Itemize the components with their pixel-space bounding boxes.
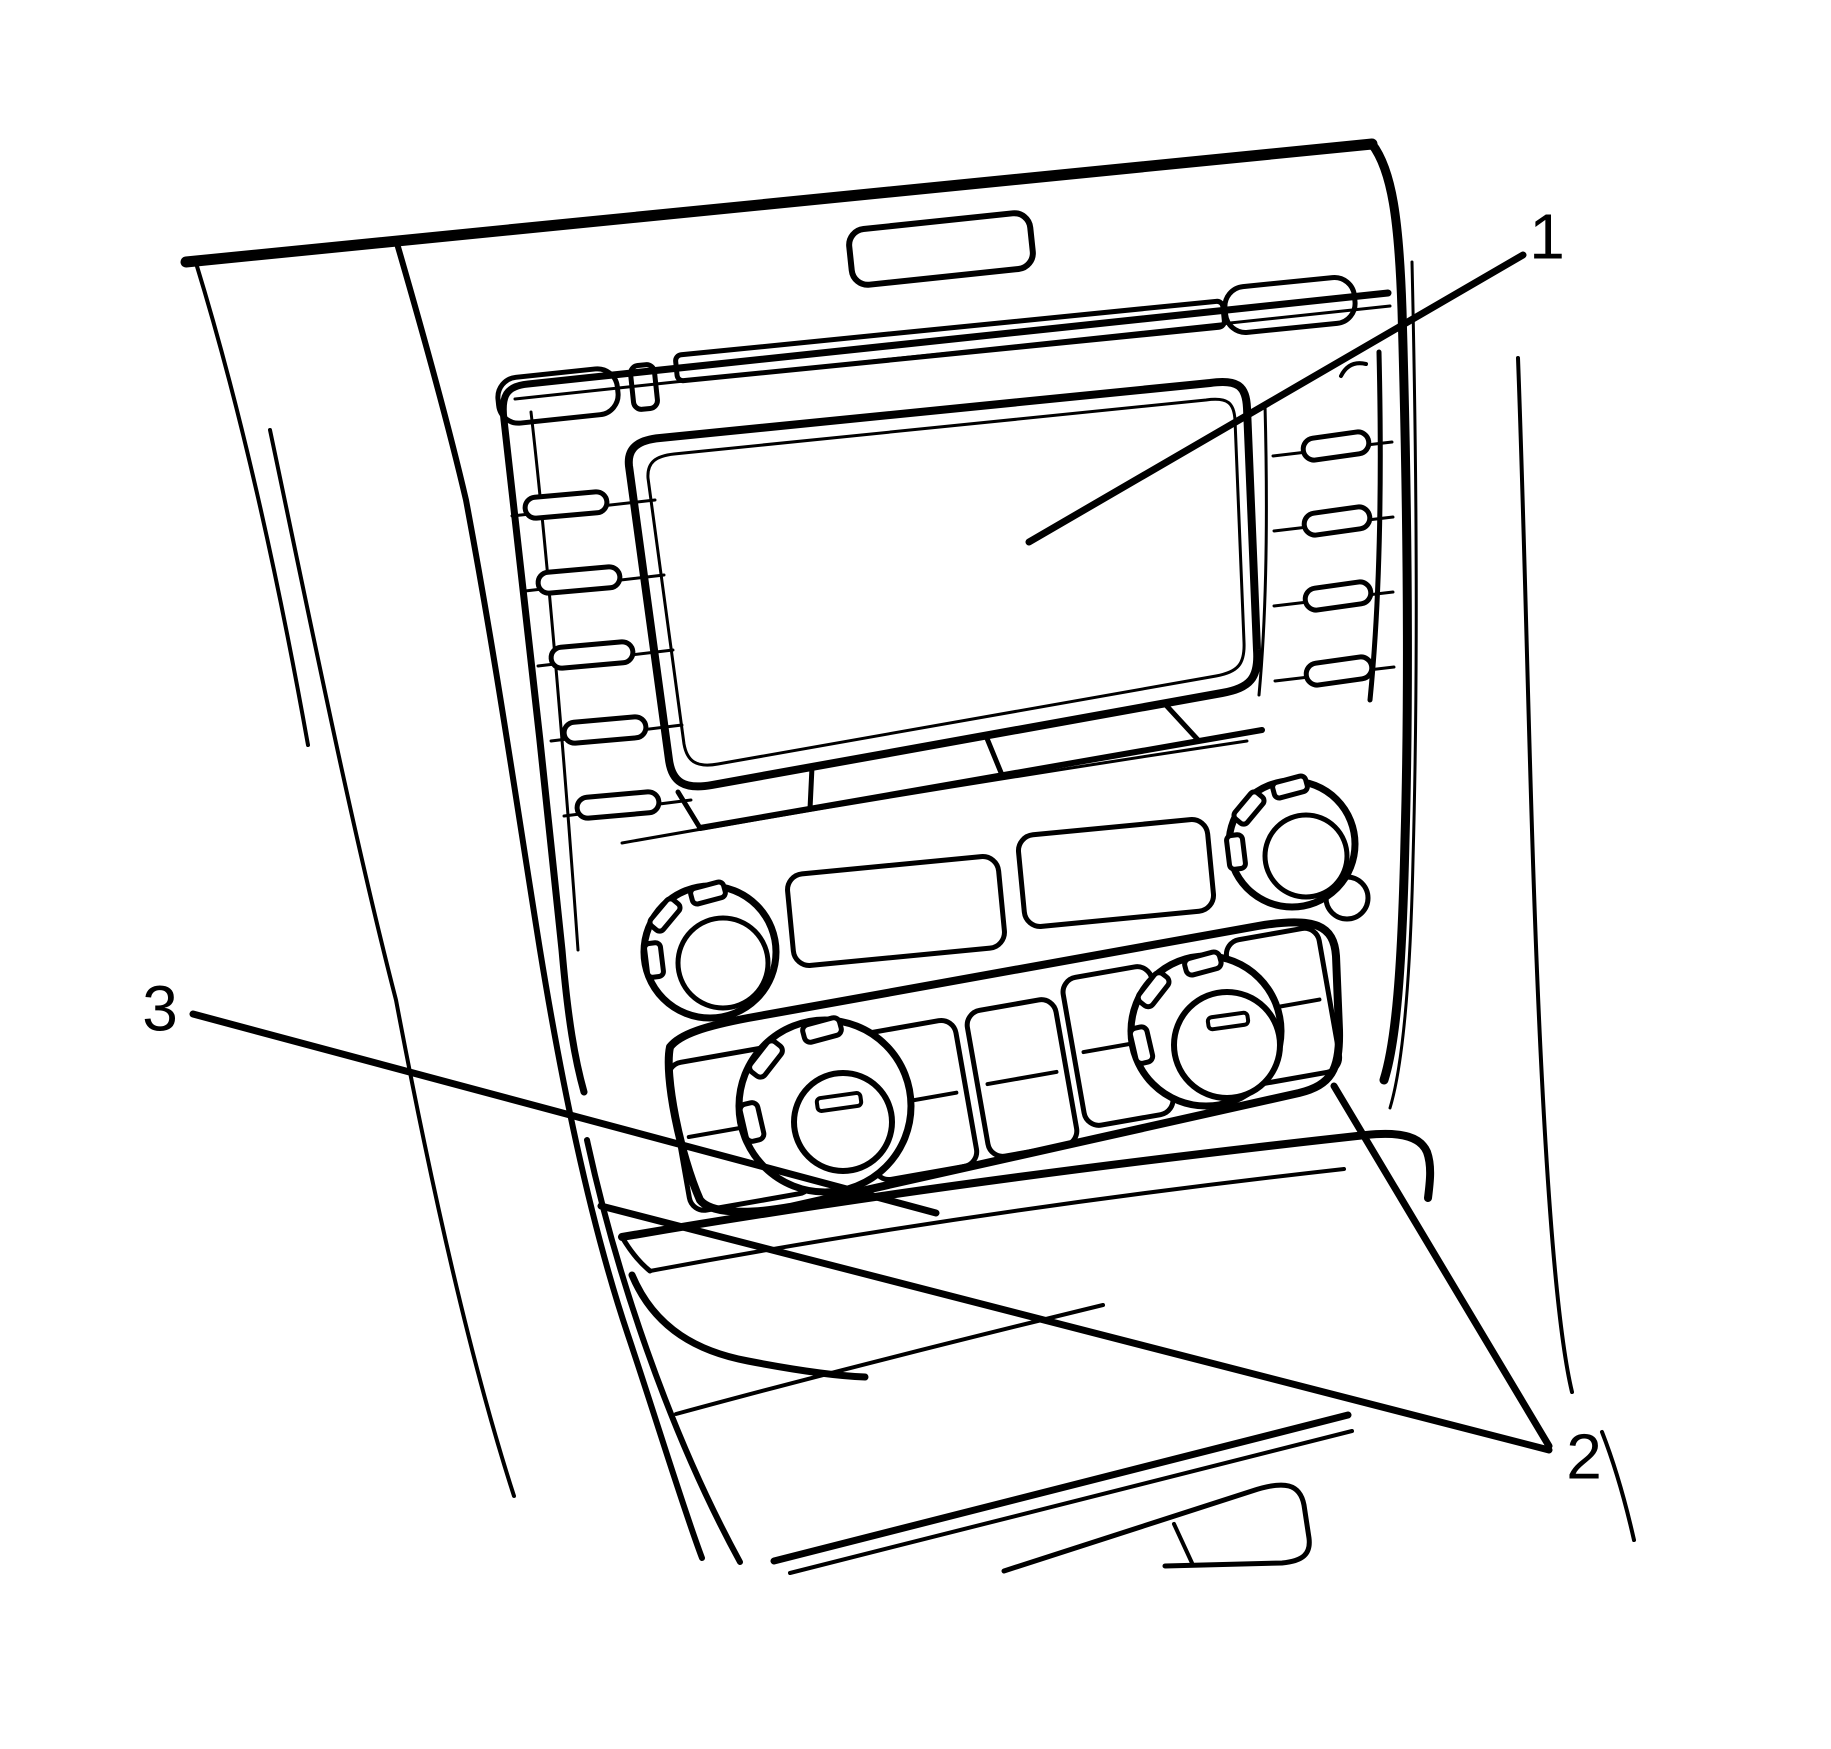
dash-right-edge (1367, 139, 1412, 1085)
top-left-button (495, 366, 621, 426)
function-button-row (620, 700, 1265, 845)
screen-outer-frame (624, 378, 1262, 791)
climate-button-frame-3 (964, 997, 1080, 1159)
compartment-seam (788, 1429, 1354, 1575)
bezel-left-seam (529, 410, 580, 952)
top-small-button (628, 362, 660, 412)
trim-strip-top-edge (618, 1129, 1435, 1241)
button-divider-2 (983, 733, 1005, 778)
left-softkey-column (510, 489, 693, 821)
leader-line-2b (597, 1202, 1553, 1454)
radio-knobs (640, 773, 1371, 1022)
left-softkey-2 (535, 564, 623, 596)
button-divider-1 (807, 764, 815, 812)
right-softkey-4 (1303, 654, 1375, 688)
storage-tray (628, 1271, 1354, 1575)
left-softkey-4 (561, 714, 649, 746)
dash-top-edge (180, 138, 1378, 268)
callout-3-label: 3 (142, 972, 178, 1045)
radio-displays (785, 817, 1217, 968)
tuner-knob (1224, 773, 1359, 911)
accent-line (620, 739, 1249, 845)
top-right-button (1222, 275, 1358, 335)
climate-panel-outline (664, 918, 1344, 1216)
leader-line-1 (1025, 251, 1527, 546)
compartment-handle (1001, 1482, 1312, 1574)
radio-display-left (785, 854, 1007, 968)
console-left-edge-inner (584, 1137, 743, 1565)
volume-knob (640, 879, 780, 1022)
compartment-top-edge (770, 1411, 1352, 1565)
temperature-knob-right (1127, 949, 1285, 1110)
climate-control-panel (664, 918, 1344, 1216)
temperature-knob-left (735, 1015, 915, 1196)
column-top-mark (1339, 361, 1368, 378)
right-trim-seam-lower (1600, 1430, 1636, 1542)
leader-line-2a (1330, 1082, 1553, 1450)
left-pillar-seam-2 (268, 428, 516, 1498)
dash-outer-trim (180, 138, 1636, 1565)
console-left-edge (393, 237, 705, 1561)
screen-inner-frame (646, 397, 1246, 767)
callout-leaders (189, 251, 1553, 1454)
left-softkey-5 (574, 789, 662, 821)
left-pillar-seam-1 (194, 261, 310, 747)
tray-lip (628, 1271, 869, 1381)
dash-right-seam (1388, 260, 1418, 1110)
vent-opening (846, 210, 1036, 288)
nav-display-screen (624, 378, 1262, 791)
top-row-controls (495, 210, 1358, 426)
tray-inner-edge (674, 1303, 1105, 1416)
bezel-outline (499, 289, 1392, 1096)
callout-1-label: 1 (1529, 200, 1565, 273)
trim-strip-bottom-edge (648, 1167, 1346, 1273)
left-softkey-3 (548, 639, 636, 671)
right-softkey-column (1257, 349, 1396, 703)
right-softkey-2 (1301, 504, 1373, 538)
leader-line-3 (189, 1010, 940, 1217)
button-divider-3 (1161, 700, 1202, 744)
lower-trim-strip (618, 1129, 1435, 1274)
radio-display-right (1015, 817, 1217, 929)
left-softkey-1 (522, 489, 610, 521)
callout-2-label: 2 (1566, 1420, 1602, 1493)
right-trim-seam (1516, 356, 1574, 1394)
right-softkey-3 (1302, 579, 1374, 613)
right-softkey-1 (1300, 429, 1372, 463)
